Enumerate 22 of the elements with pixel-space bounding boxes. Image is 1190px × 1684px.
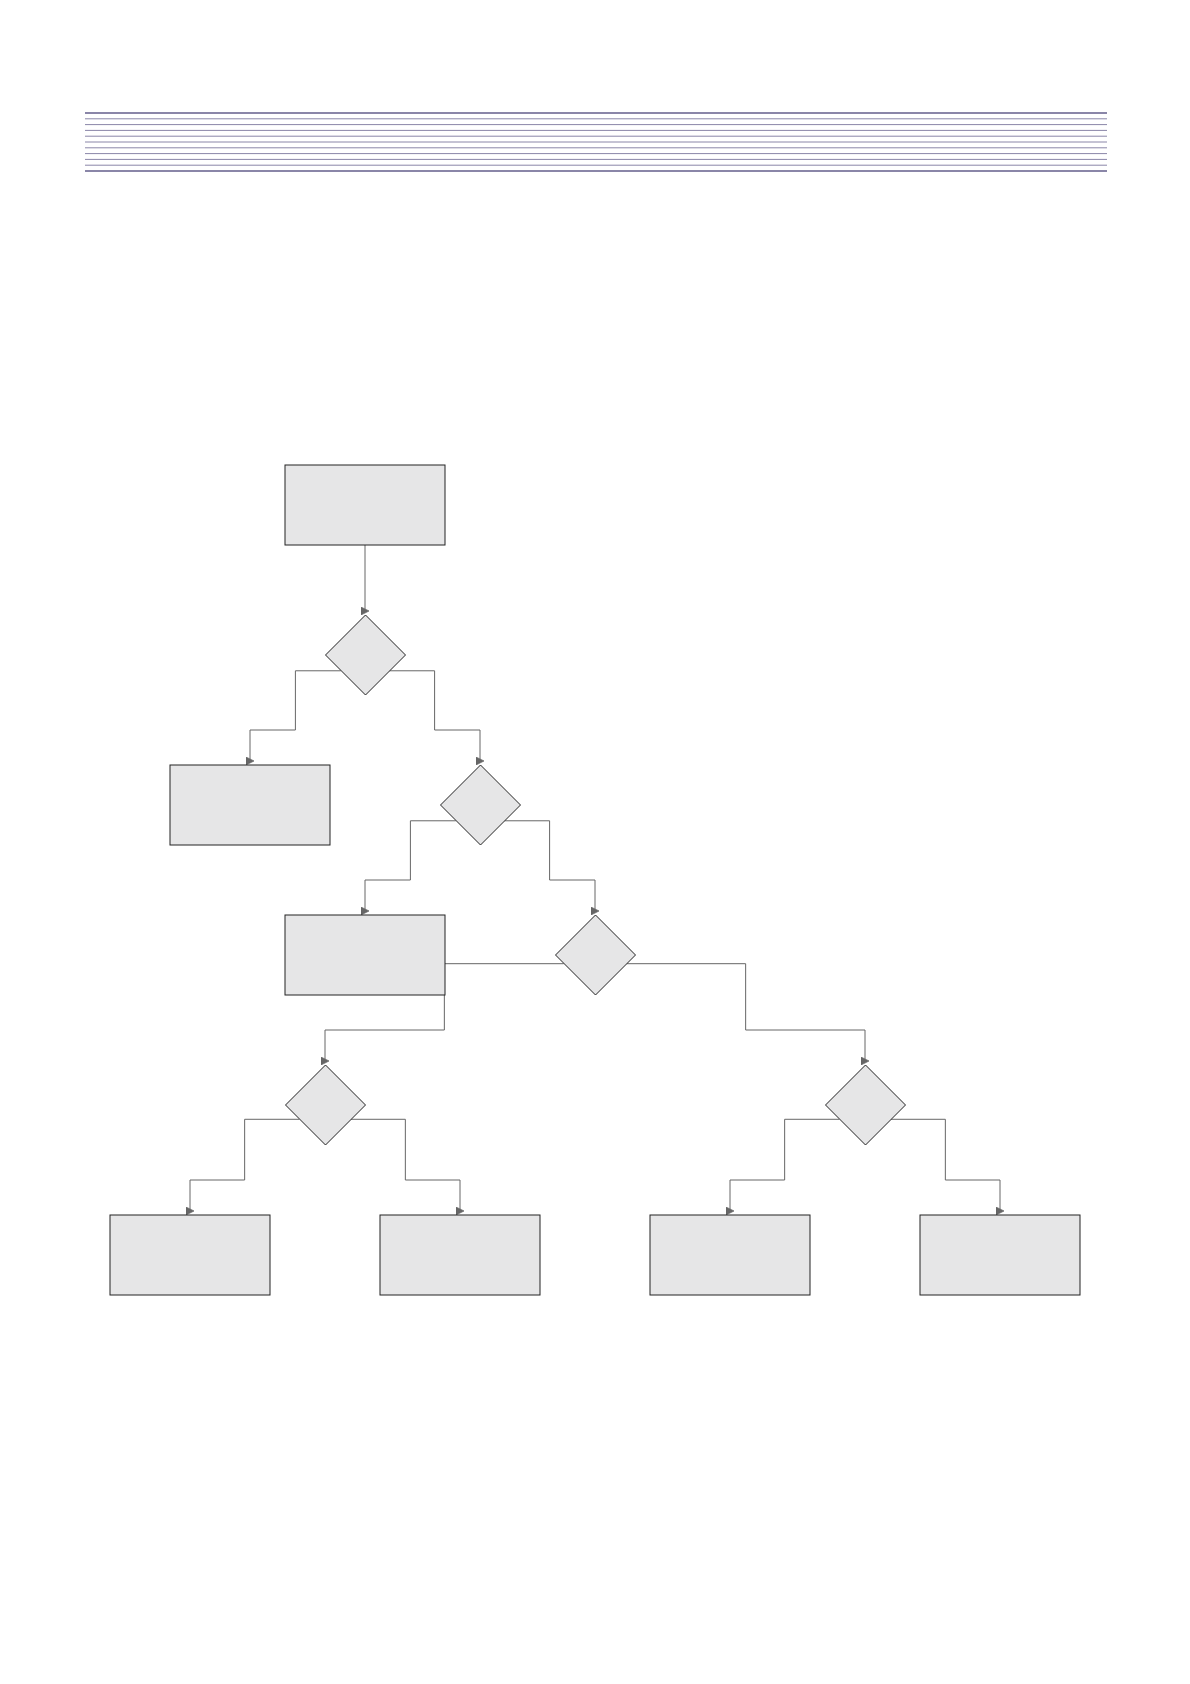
node-box	[169, 764, 331, 846]
node-box	[109, 1214, 271, 1296]
node-diamond	[325, 614, 406, 696]
node-diamond	[825, 1064, 906, 1146]
node-box	[284, 464, 446, 546]
node-diamond	[555, 914, 636, 996]
arrow	[360, 544, 370, 616]
node-box	[284, 914, 446, 996]
arrow	[185, 1118, 300, 1216]
arrow	[725, 1118, 840, 1216]
node-diamond	[285, 1064, 366, 1146]
arrow	[890, 1118, 1005, 1216]
node-box	[649, 1214, 811, 1296]
arrow	[320, 963, 565, 1066]
arrow	[350, 1118, 465, 1216]
arrow	[503, 820, 600, 916]
node-box	[379, 1214, 541, 1296]
node-diamond	[440, 764, 521, 846]
arrow	[360, 820, 457, 916]
node-box	[919, 1214, 1081, 1296]
arrow	[245, 670, 342, 766]
arrow	[388, 670, 485, 766]
